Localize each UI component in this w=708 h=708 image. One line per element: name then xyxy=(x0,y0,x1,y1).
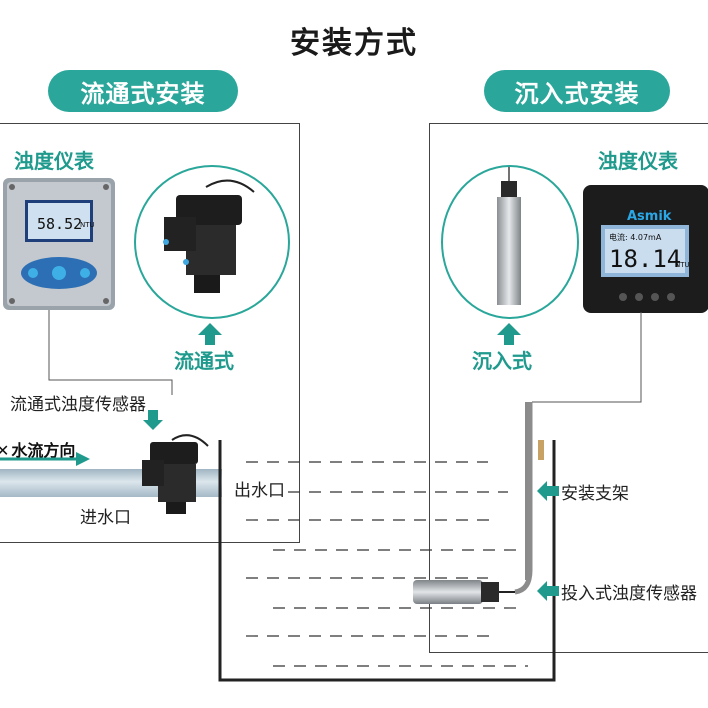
flow-through-badge: 流通式安装 xyxy=(48,70,238,112)
water-tank xyxy=(218,440,556,682)
flow-type-label: 流通式 xyxy=(174,349,234,373)
submersible-sensor-icon xyxy=(497,167,521,305)
right-meter-label: 浊度仪表 xyxy=(598,149,678,173)
inlet-label: 进水口 xyxy=(80,508,131,528)
left-meter-cable xyxy=(48,310,173,395)
outlet-label: 出水口 xyxy=(232,476,287,501)
flow-sensor-label: 流通式浊度传感器 xyxy=(10,395,146,415)
bracket-label: 安装支架 xyxy=(561,484,629,504)
submersible-sensor-installed-icon xyxy=(413,402,544,604)
right-meter-sub: 电流: 4.07mA xyxy=(609,233,662,242)
flow-direction-arrow-icon xyxy=(0,452,90,466)
right-panel xyxy=(429,123,708,653)
flow-sensor-icon xyxy=(163,179,255,293)
right-meter-reading: 18.14 xyxy=(609,245,682,273)
flow-sensor-down-arrow-icon xyxy=(143,410,163,430)
submersible-sensor-circle xyxy=(441,165,579,319)
left-meter-unit: NTU xyxy=(80,221,95,229)
flow-direction-label: ✕水流方向 xyxy=(0,441,76,460)
left-meter-icon xyxy=(3,178,115,310)
pipe-flow-sensor-icon xyxy=(142,434,209,514)
submersible-type-label: 沉入式 xyxy=(472,349,532,373)
page-title: 安装方式 xyxy=(290,26,418,61)
left-meter-device: 58.52 NTU xyxy=(3,178,115,310)
right-meter-unit: NTU xyxy=(675,261,690,269)
bracket-arrow-icon xyxy=(537,481,559,501)
right-meter-brand: Asmik xyxy=(627,209,672,224)
left-meter-reading: 58.52 xyxy=(37,215,83,233)
right-meter-device: Asmik 电流: 4.07mA 18.14 NTU xyxy=(583,185,708,313)
right-meter-icon xyxy=(583,185,708,313)
left-meter-label: 浊度仪表 xyxy=(14,149,94,173)
submersible-type-arrow-icon xyxy=(497,323,521,345)
right-meter-cable xyxy=(532,312,642,403)
submersible-badge: 沉入式安装 xyxy=(484,70,670,112)
flow-direction-text: 水流方向 xyxy=(11,441,76,460)
flow-sensor-circle xyxy=(134,165,290,319)
left-panel xyxy=(0,123,300,543)
submersible-sensor-label: 投入式浊度传感器 xyxy=(561,584,697,604)
submersible-sensor-arrow-icon xyxy=(537,581,559,601)
flow-type-arrow-icon xyxy=(198,323,222,345)
